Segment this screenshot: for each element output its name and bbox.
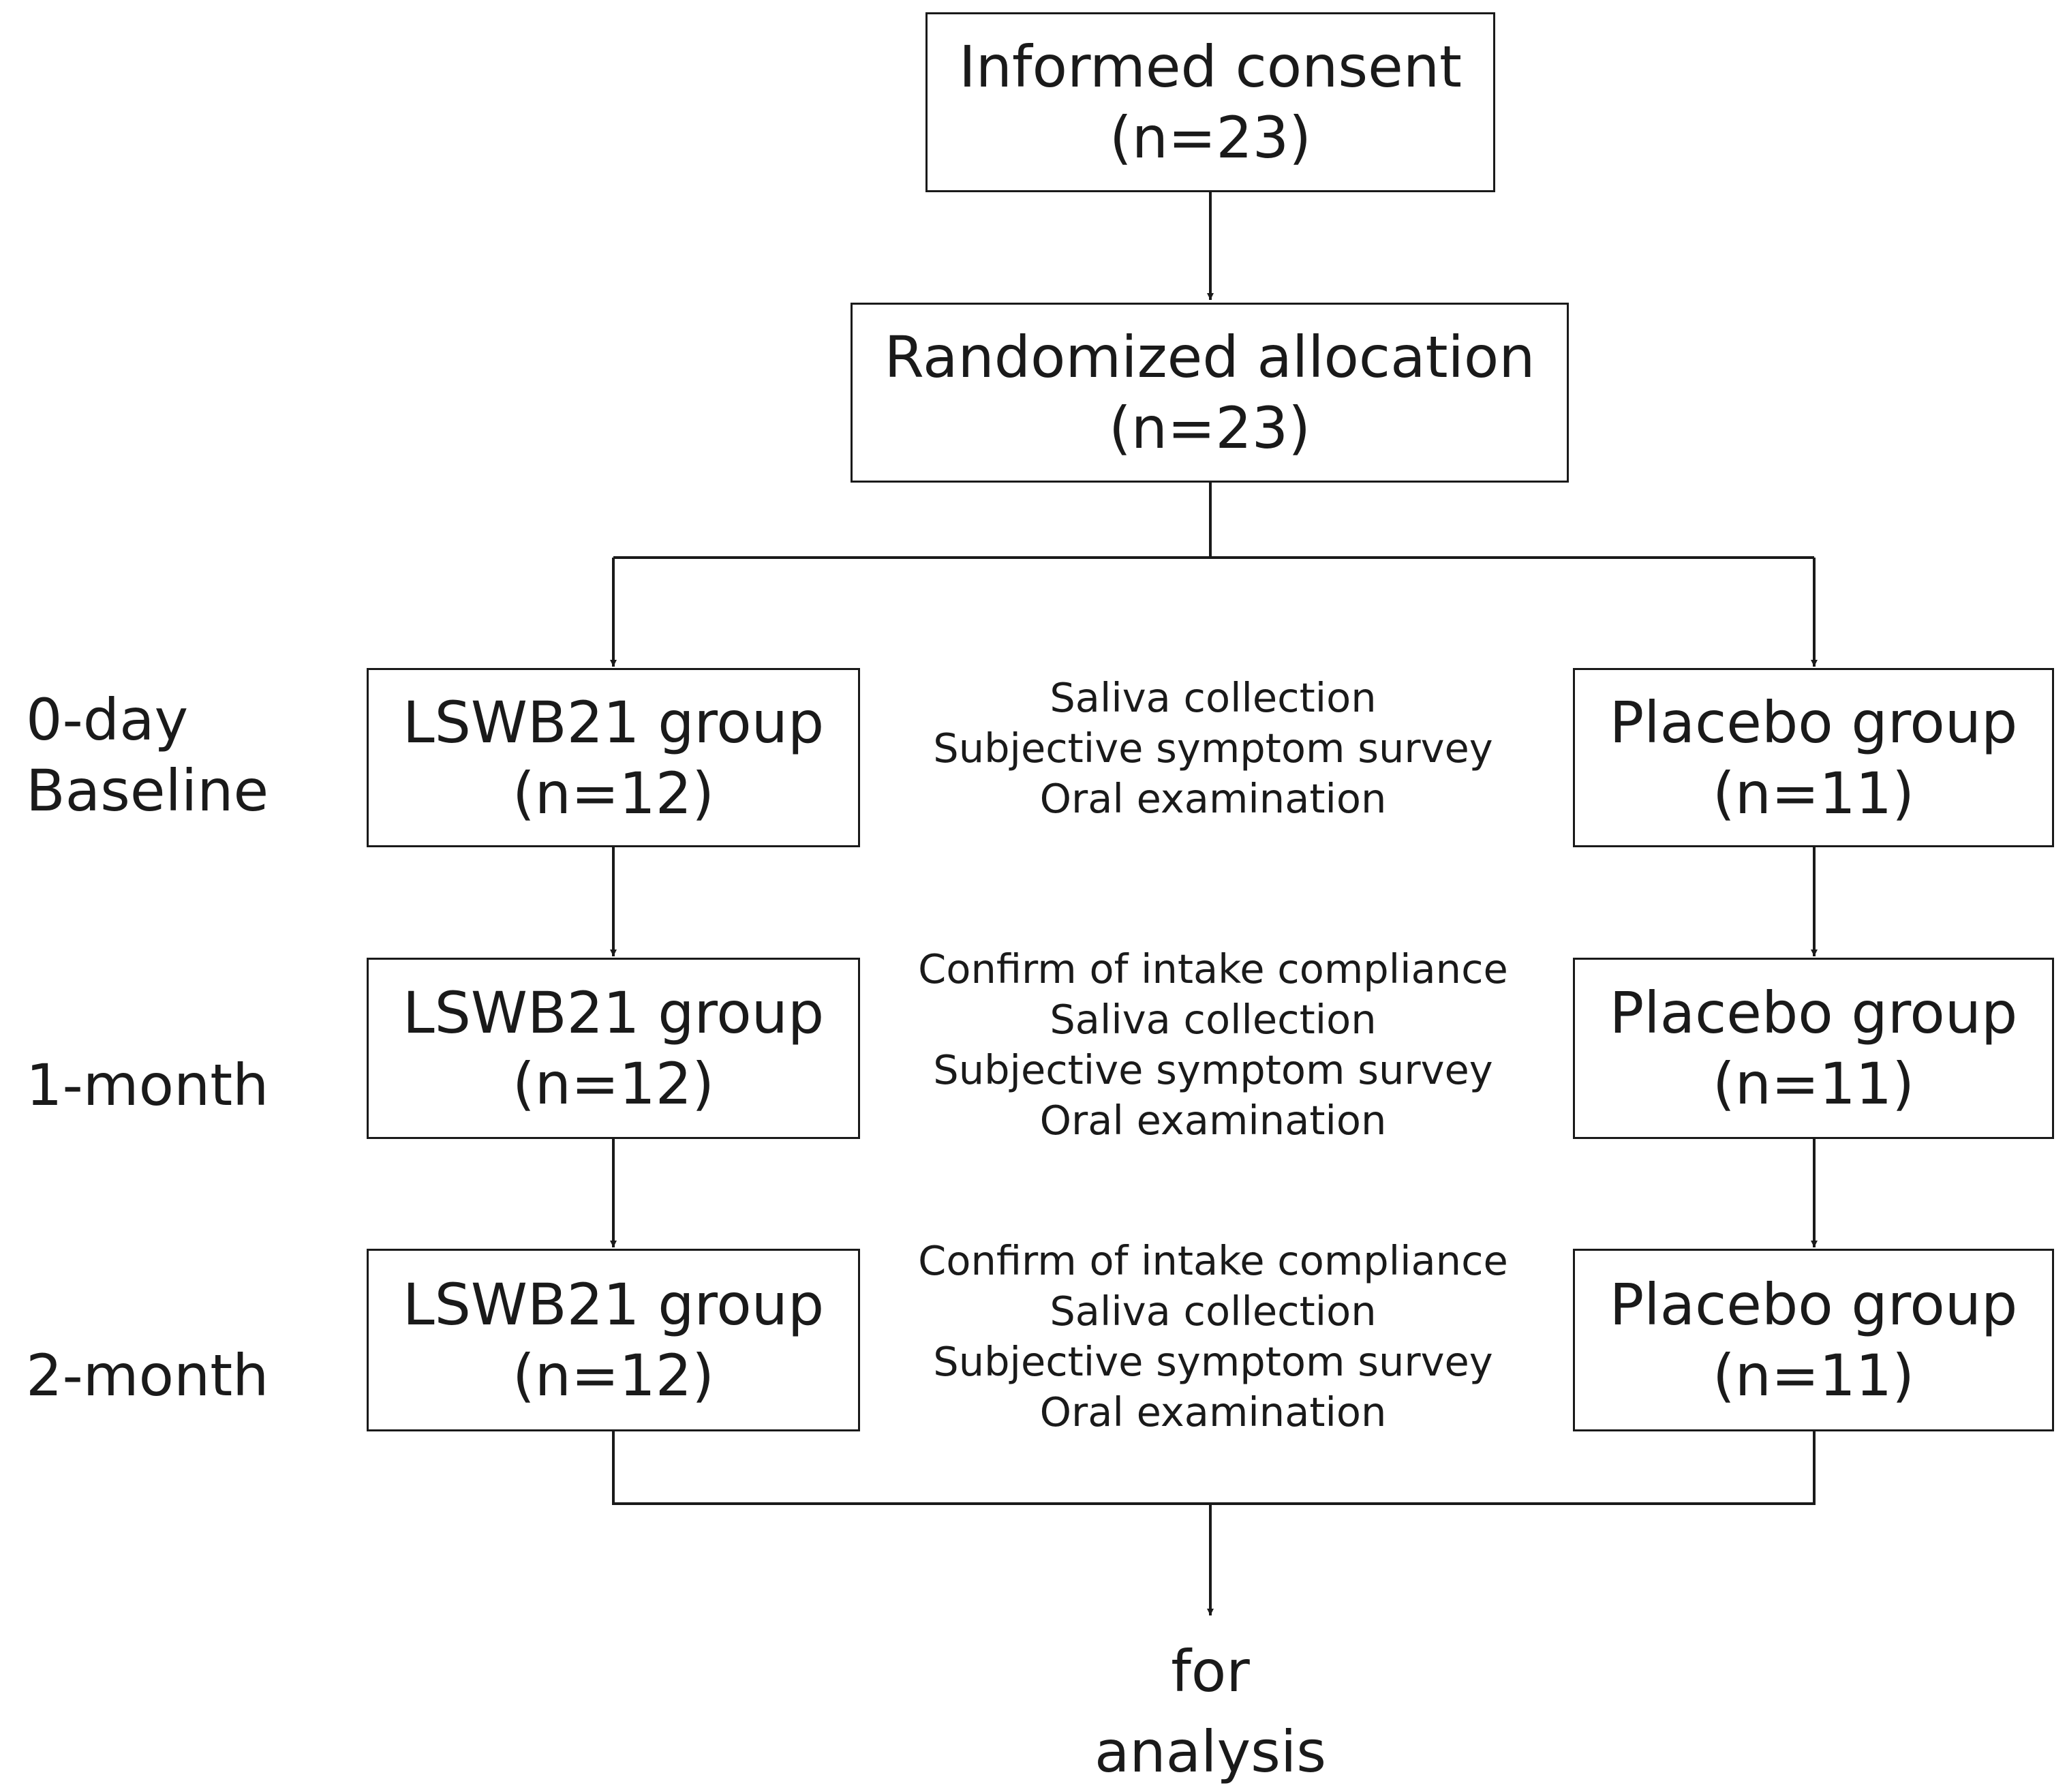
placebo-group-month2-box: Placebo group (n=11) xyxy=(1573,1249,2054,1431)
informed-consent-title: Informed consent xyxy=(959,33,1462,100)
informed-consent-count: (n=23) xyxy=(1109,104,1312,171)
placebo-group-month1-box: Placebo group (n=11) xyxy=(1573,958,2054,1139)
lswb21-group-baseline-box: LSWB21 group (n=12) xyxy=(367,668,860,847)
randomized-allocation-count: (n=23) xyxy=(1108,395,1311,461)
randomized-allocation-title: Randomized allocation xyxy=(884,324,1535,391)
merge-connector xyxy=(612,1431,1816,1505)
lswb21-group-month2-box: LSWB21 group (n=12) xyxy=(367,1249,860,1431)
baseline-assessments: Saliva collection Subjective symptom sur… xyxy=(933,674,1493,822)
month2-assessments: Confirm of intake compliance Saliva coll… xyxy=(918,1237,1508,1436)
informed-consent-box: Informed consent (n=23) xyxy=(925,12,1495,192)
for-analysis-label: for analysis xyxy=(1094,1638,1327,1785)
month1-assessments: Confirm of intake compliance Saliva coll… xyxy=(918,945,1508,1144)
stage-label-2-month: 2-month xyxy=(26,1342,269,1409)
lswb21-group-month1-box: LSWB21 group (n=12) xyxy=(367,958,860,1139)
randomized-allocation-box: Randomized allocation (n=23) xyxy=(851,303,1569,483)
stage-label-1-month: 1-month xyxy=(26,1052,269,1119)
placebo-group-baseline-box: Placebo group (n=11) xyxy=(1573,668,2054,847)
stage-label-baseline: 0-day Baseline xyxy=(26,686,269,824)
